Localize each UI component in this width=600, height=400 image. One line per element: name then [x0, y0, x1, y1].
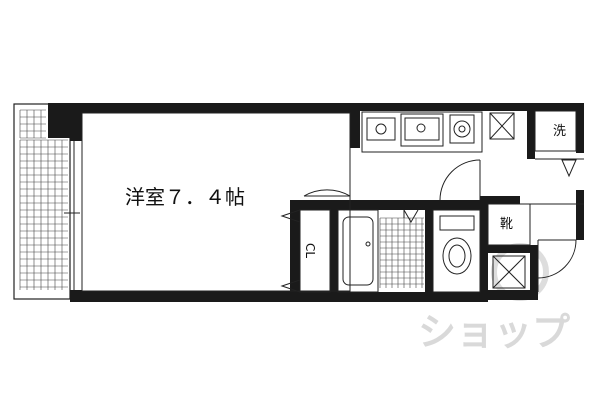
bath-floor-grid — [379, 217, 424, 288]
entrance-door — [520, 203, 584, 292]
shoe-box-label: 靴 — [500, 217, 513, 232]
washer-label: 洗 — [553, 124, 566, 139]
balcony — [13, 103, 80, 300]
western-room-label: 洋室７．４帖 — [125, 185, 245, 209]
kitchen — [361, 111, 483, 153]
room-door — [303, 150, 351, 197]
balcony-grid — [19, 109, 68, 290]
closet-label: CL — [303, 243, 317, 258]
bathroom — [337, 209, 424, 293]
washer-space: 洗 — [534, 110, 584, 178]
shoe-box: 靴 — [487, 203, 531, 246]
toilet — [432, 209, 481, 293]
closet: CL — [280, 209, 331, 293]
pipe-shaft — [492, 255, 526, 289]
vent-box — [489, 112, 515, 140]
walls — [48, 103, 584, 302]
watermark-text: ショップ — [418, 310, 570, 354]
corridor-door — [439, 159, 481, 201]
western-room — [81, 112, 351, 292]
